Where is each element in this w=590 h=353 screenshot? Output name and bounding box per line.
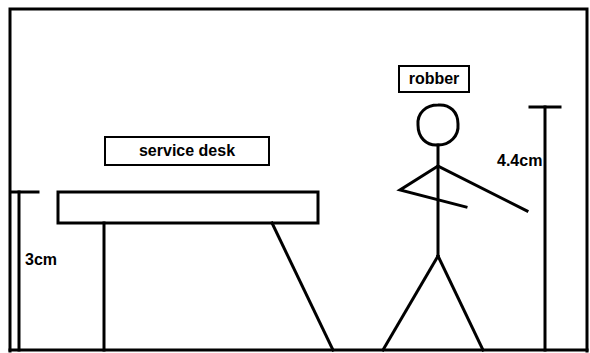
- stick-leg: [438, 256, 483, 350]
- dimension-line: [18, 192, 21, 350]
- box-label: service desk: [139, 143, 235, 159]
- stick-leg: [383, 256, 438, 350]
- stick-arm: [438, 166, 527, 211]
- label-box: service desk: [104, 136, 270, 166]
- dimension-line: [544, 107, 547, 350]
- dimension-label: 3cm: [25, 252, 57, 268]
- dimension-tick: [12, 191, 38, 194]
- stick-arm: [400, 166, 466, 207]
- stick-head: [418, 105, 458, 145]
- desk-leg: [103, 223, 106, 350]
- dimension-label: 4.4cm: [497, 153, 542, 169]
- frame: [10, 9, 587, 351]
- desk-leg: [272, 223, 333, 350]
- box-label: robber: [409, 71, 460, 87]
- label-box: robber: [398, 65, 470, 93]
- desk-top: [58, 192, 318, 223]
- floor-line: [10, 349, 587, 352]
